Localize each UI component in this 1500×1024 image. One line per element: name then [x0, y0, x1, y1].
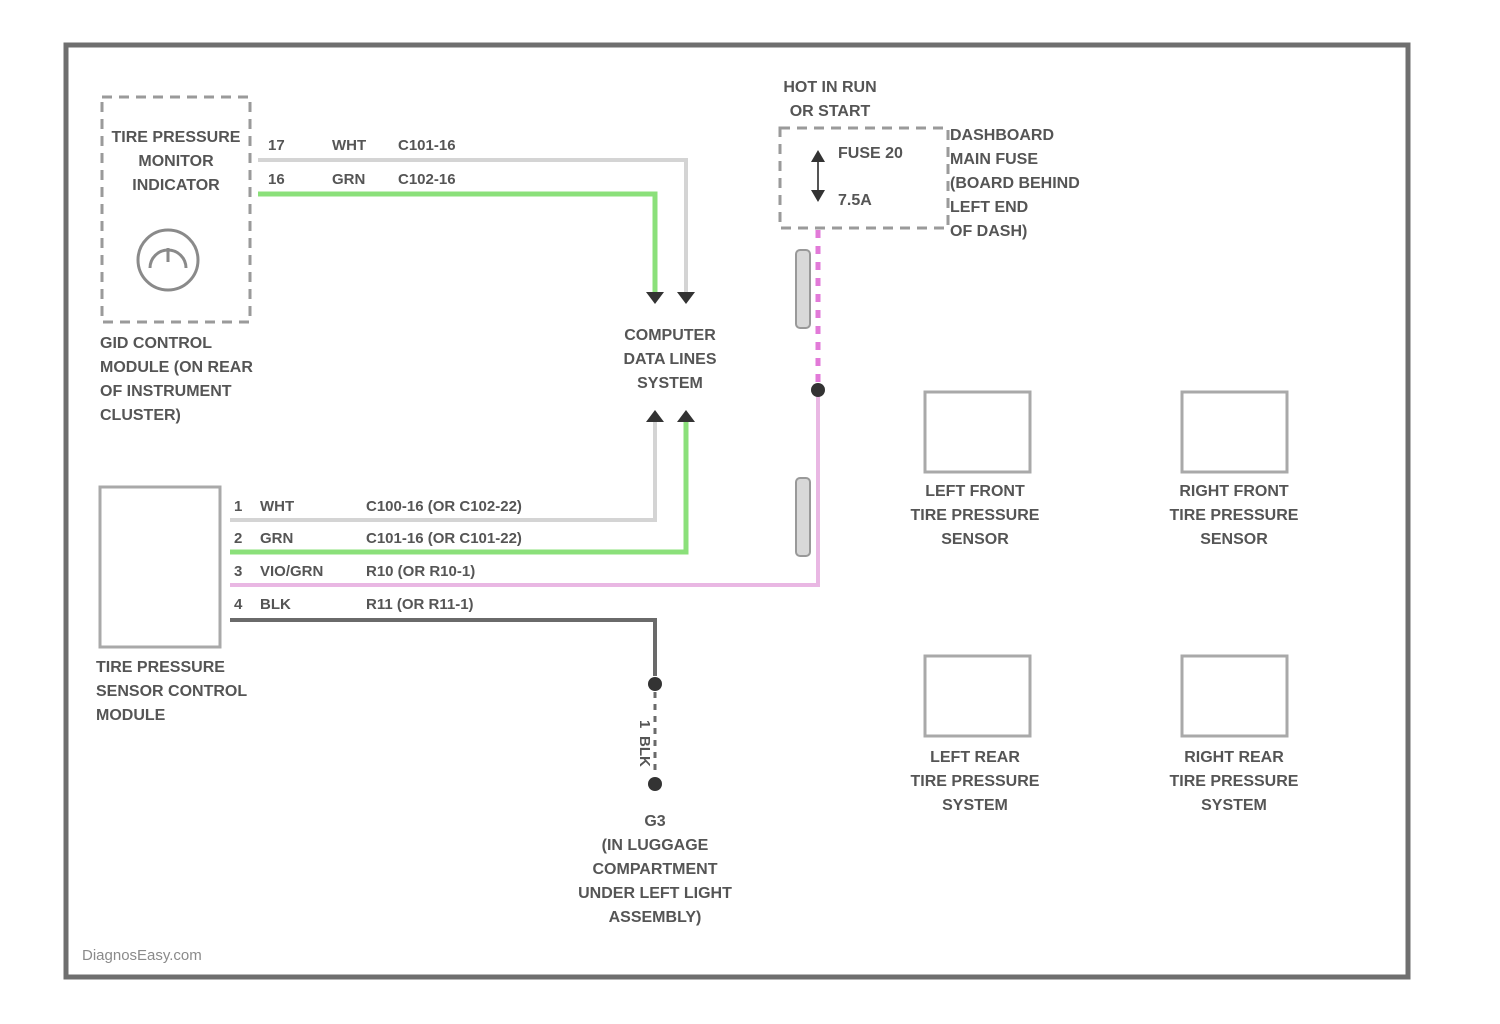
ground-location-line-4: ASSEMBLY) [609, 909, 702, 926]
indicator-pin-17: 17 [268, 137, 285, 154]
fuse-arrow-up [811, 150, 825, 162]
lower-arrow-heads [646, 410, 695, 422]
fuse-name: FUSE 20 [838, 145, 903, 162]
indicator-label-line-3: INDICATOR [132, 177, 220, 194]
ground-id: G3 [644, 813, 665, 830]
sensor-right-front: RIGHT FRONT TIRE PRESSURE SENSOR [1170, 392, 1299, 548]
ground-connector-dot-bottom [648, 777, 662, 791]
data-lines-label-line-3: SYSTEM [637, 375, 703, 392]
fuse-box-line-4: LEFT END [950, 199, 1028, 216]
indicator-label-line-2: MONITOR [138, 153, 214, 170]
hot-in-run-line-2: OR START [790, 103, 871, 120]
sensor-label-line-1: LEFT REAR [930, 749, 1020, 766]
arrow-up-grn [677, 410, 695, 422]
module-pin-3-connector: R10 (OR R10-1) [366, 563, 475, 580]
module-label-line-1: GID CONTROL [100, 335, 212, 352]
module-pin-4-color: BLK [260, 596, 291, 613]
module-pin-4: 4 [234, 596, 243, 613]
module-pin-2-connector: C101-16 (OR C101-22) [366, 530, 522, 547]
upper-arrow-heads [646, 292, 695, 304]
module-pin-2-color: GRN [260, 530, 293, 547]
sensor-label-line-1: RIGHT REAR [1184, 749, 1284, 766]
ground-wire-color: BLK [636, 736, 653, 767]
wire-wht-upper [258, 160, 686, 292]
tpm-indicator-module: TIRE PRESSURE MONITOR INDICATOR GID CONT… [100, 97, 456, 424]
indicator-wire-color-wht: WHT [332, 137, 366, 154]
ground-connector-dot-top [648, 677, 662, 691]
sensor-module-line-1: TIRE PRESSURE [96, 659, 225, 676]
sensor-module-line-2: SENSOR CONTROL [96, 683, 247, 700]
module-pin-3: 3 [234, 563, 242, 580]
fuse-box-line-2: MAIN FUSE [950, 151, 1038, 168]
ground-wire-pin: 1 [636, 720, 653, 728]
fuse-rating: 7.5A [838, 192, 872, 209]
indicator-label-line-1: TIRE PRESSURE [112, 129, 241, 146]
ground-location-line-3: UNDER LEFT LIGHT [578, 885, 732, 902]
wire-pink-lower [230, 396, 818, 585]
arrow-down-wht [677, 292, 695, 304]
module-pin-3-color: VIO/GRN [260, 563, 323, 580]
arrow-up-wht [646, 410, 664, 422]
indicator-connector-c102: C102-16 [398, 171, 456, 188]
fuse-box-outline [780, 128, 948, 228]
warning-lamp-icon [138, 230, 198, 290]
sensor-label-line-2: TIRE PRESSURE [911, 773, 1040, 790]
fuse-box-line-3: (BOARD BEHIND [950, 175, 1080, 192]
sensor-label-line-3: SENSOR [941, 531, 1009, 548]
sensor-box [925, 656, 1030, 736]
sensor-module-box [100, 487, 220, 647]
fuse-arrow-down [811, 190, 825, 202]
fuse-box-line-5: OF DASH) [950, 223, 1027, 240]
indicator-pin-16: 16 [268, 171, 285, 188]
module-label-line-4: CLUSTER) [100, 407, 181, 424]
ground-location-line-2: COMPARTMENT [592, 861, 717, 878]
watermark: DiagnosEasy.com [82, 947, 202, 964]
module-pin-1: 1 [234, 498, 242, 515]
sensor-box [1182, 392, 1287, 472]
module-pin-2: 2 [234, 530, 242, 547]
sensor-label-line-1: LEFT FRONT [925, 483, 1025, 500]
sensor-module-line-3: MODULE [96, 707, 166, 724]
ground-circuit: 1 BLK G3 (IN LUGGAGE COMPARTMENT UNDER L… [578, 677, 732, 926]
connector-block-lower [796, 478, 810, 556]
module-label-line-2: MODULE (ON REAR [100, 359, 253, 376]
module-label-line-3: OF INSTRUMENT [100, 383, 232, 400]
sensor-label-line-1: RIGHT FRONT [1179, 483, 1289, 500]
sensor-label-line-3: SENSOR [1200, 531, 1268, 548]
fuse-box-line-1: DASHBOARD [950, 127, 1054, 144]
sensor-control-module: TIRE PRESSURE SENSOR CONTROL MODULE 1 WH… [96, 487, 522, 724]
sensor-label-line-3: SYSTEM [942, 797, 1008, 814]
computer-data-lines: COMPUTER DATA LINES SYSTEM [623, 327, 716, 392]
wire-grn-upper [258, 194, 655, 292]
sensor-left-front: LEFT FRONT TIRE PRESSURE SENSOR [911, 392, 1040, 548]
hot-in-run-line-1: HOT IN RUN [783, 79, 876, 96]
indicator-connector-c101: C101-16 [398, 137, 456, 154]
sensor-left-rear: LEFT REAR TIRE PRESSURE SYSTEM [911, 656, 1040, 814]
data-lines-label-line-1: COMPUTER [624, 327, 716, 344]
sensor-label-line-2: TIRE PRESSURE [911, 507, 1040, 524]
module-pin-1-color: WHT [260, 498, 294, 515]
wire-blk-ground [230, 620, 655, 676]
sensor-label-line-3: SYSTEM [1201, 797, 1267, 814]
ground-location-line-1: (IN LUGGAGE [602, 837, 709, 854]
module-pin-1-connector: C100-16 (OR C102-22) [366, 498, 522, 515]
sensor-box [1182, 656, 1287, 736]
sensor-box [925, 392, 1030, 472]
data-lines-label-line-2: DATA LINES [623, 351, 716, 368]
sensor-right-rear: RIGHT REAR TIRE PRESSURE SYSTEM [1170, 656, 1299, 814]
splice-dot [811, 383, 825, 397]
sensor-label-line-2: TIRE PRESSURE [1170, 773, 1299, 790]
arrow-down-grn [646, 292, 664, 304]
power-source: HOT IN RUN OR START FUSE 20 7.5A DASHBOA… [780, 79, 1080, 240]
module-pin-4-connector: R11 (OR R11-1) [366, 596, 474, 613]
connector-block-upper [796, 250, 810, 328]
indicator-wire-color-grn: GRN [332, 171, 365, 188]
sensor-label-line-2: TIRE PRESSURE [1170, 507, 1299, 524]
